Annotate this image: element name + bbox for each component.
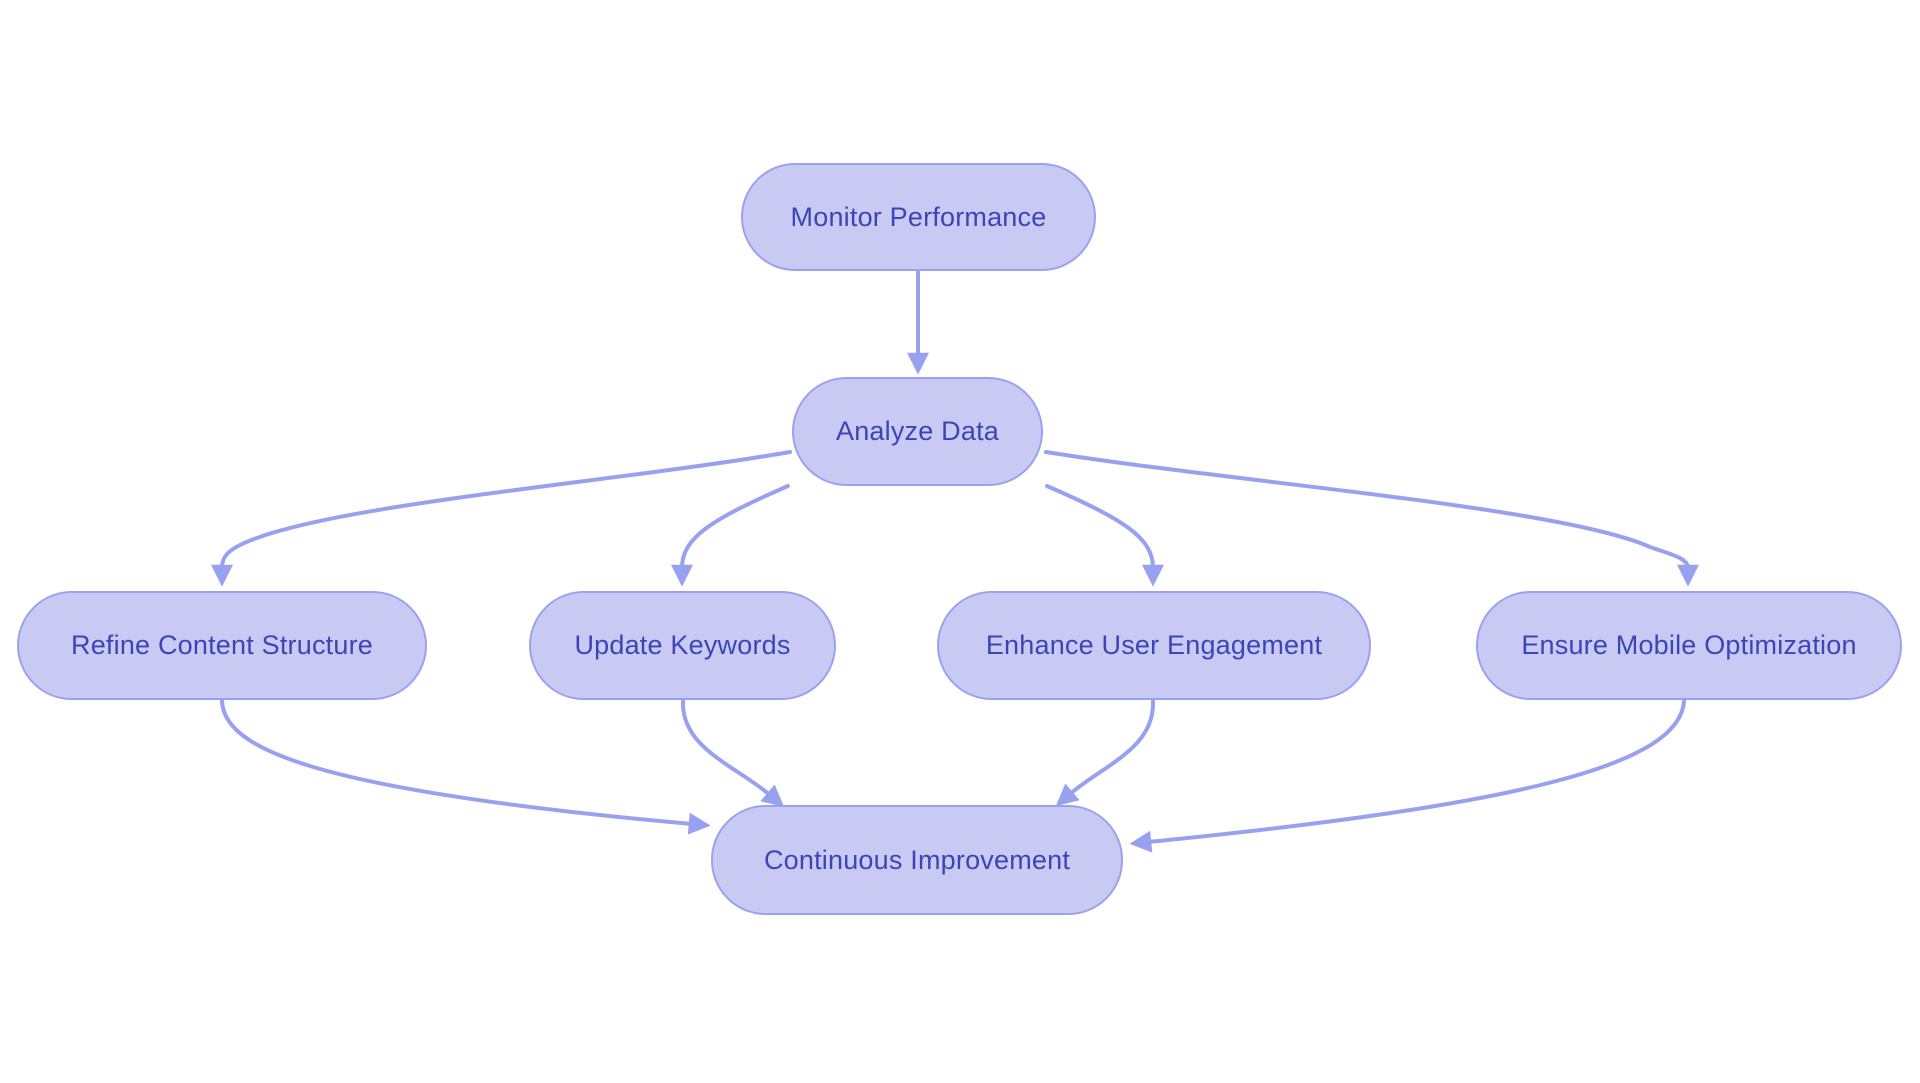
node-ensure-mobile-optimization: Ensure Mobile Optimization [1476, 591, 1902, 700]
node-label-ensure-mobile-optimization: Ensure Mobile Optimization [1521, 630, 1857, 660]
edge-refine-content-structure-to-continuous-improvement [220, 699, 711, 835]
node-label-enhance-user-engagement: Enhance User Engagement [985, 630, 1323, 660]
node-enhance-user-engagement: Enhance User Engagement [937, 591, 1371, 700]
node-continuous-improvement: Continuous Improvement [711, 805, 1123, 915]
edge-ensure-mobile-optimization-to-continuous-improvement [1129, 699, 1686, 853]
node-monitor-performance: Monitor Performance [741, 163, 1096, 271]
node-analyze-data: Analyze Data [792, 377, 1043, 486]
node-update-keywords: Update Keywords [529, 591, 836, 700]
node-label-update-keywords: Update Keywords [574, 630, 791, 660]
edge-enhance-user-engagement-to-continuous-improvement [1055, 699, 1156, 807]
edge-analyze-data-to-ensure-mobile-optimization [1044, 450, 1699, 587]
node-label-refine-content-structure: Refine Content Structure [71, 630, 373, 660]
node-label-continuous-improvement: Continuous Improvement [763, 844, 1071, 875]
node-label-analyze-data: Analyze Data [836, 416, 999, 446]
edge-analyze-data-to-refine-content-structure [211, 450, 792, 587]
edge-analyze-data-to-update-keywords [671, 484, 790, 587]
edge-update-keywords-to-continuous-improvement [680, 699, 785, 808]
node-label-monitor-performance: Monitor Performance [790, 201, 1047, 232]
edge-analyze-data-to-enhance-user-engagement [1045, 484, 1164, 587]
node-refine-content-structure: Refine Content Structure [17, 591, 427, 700]
